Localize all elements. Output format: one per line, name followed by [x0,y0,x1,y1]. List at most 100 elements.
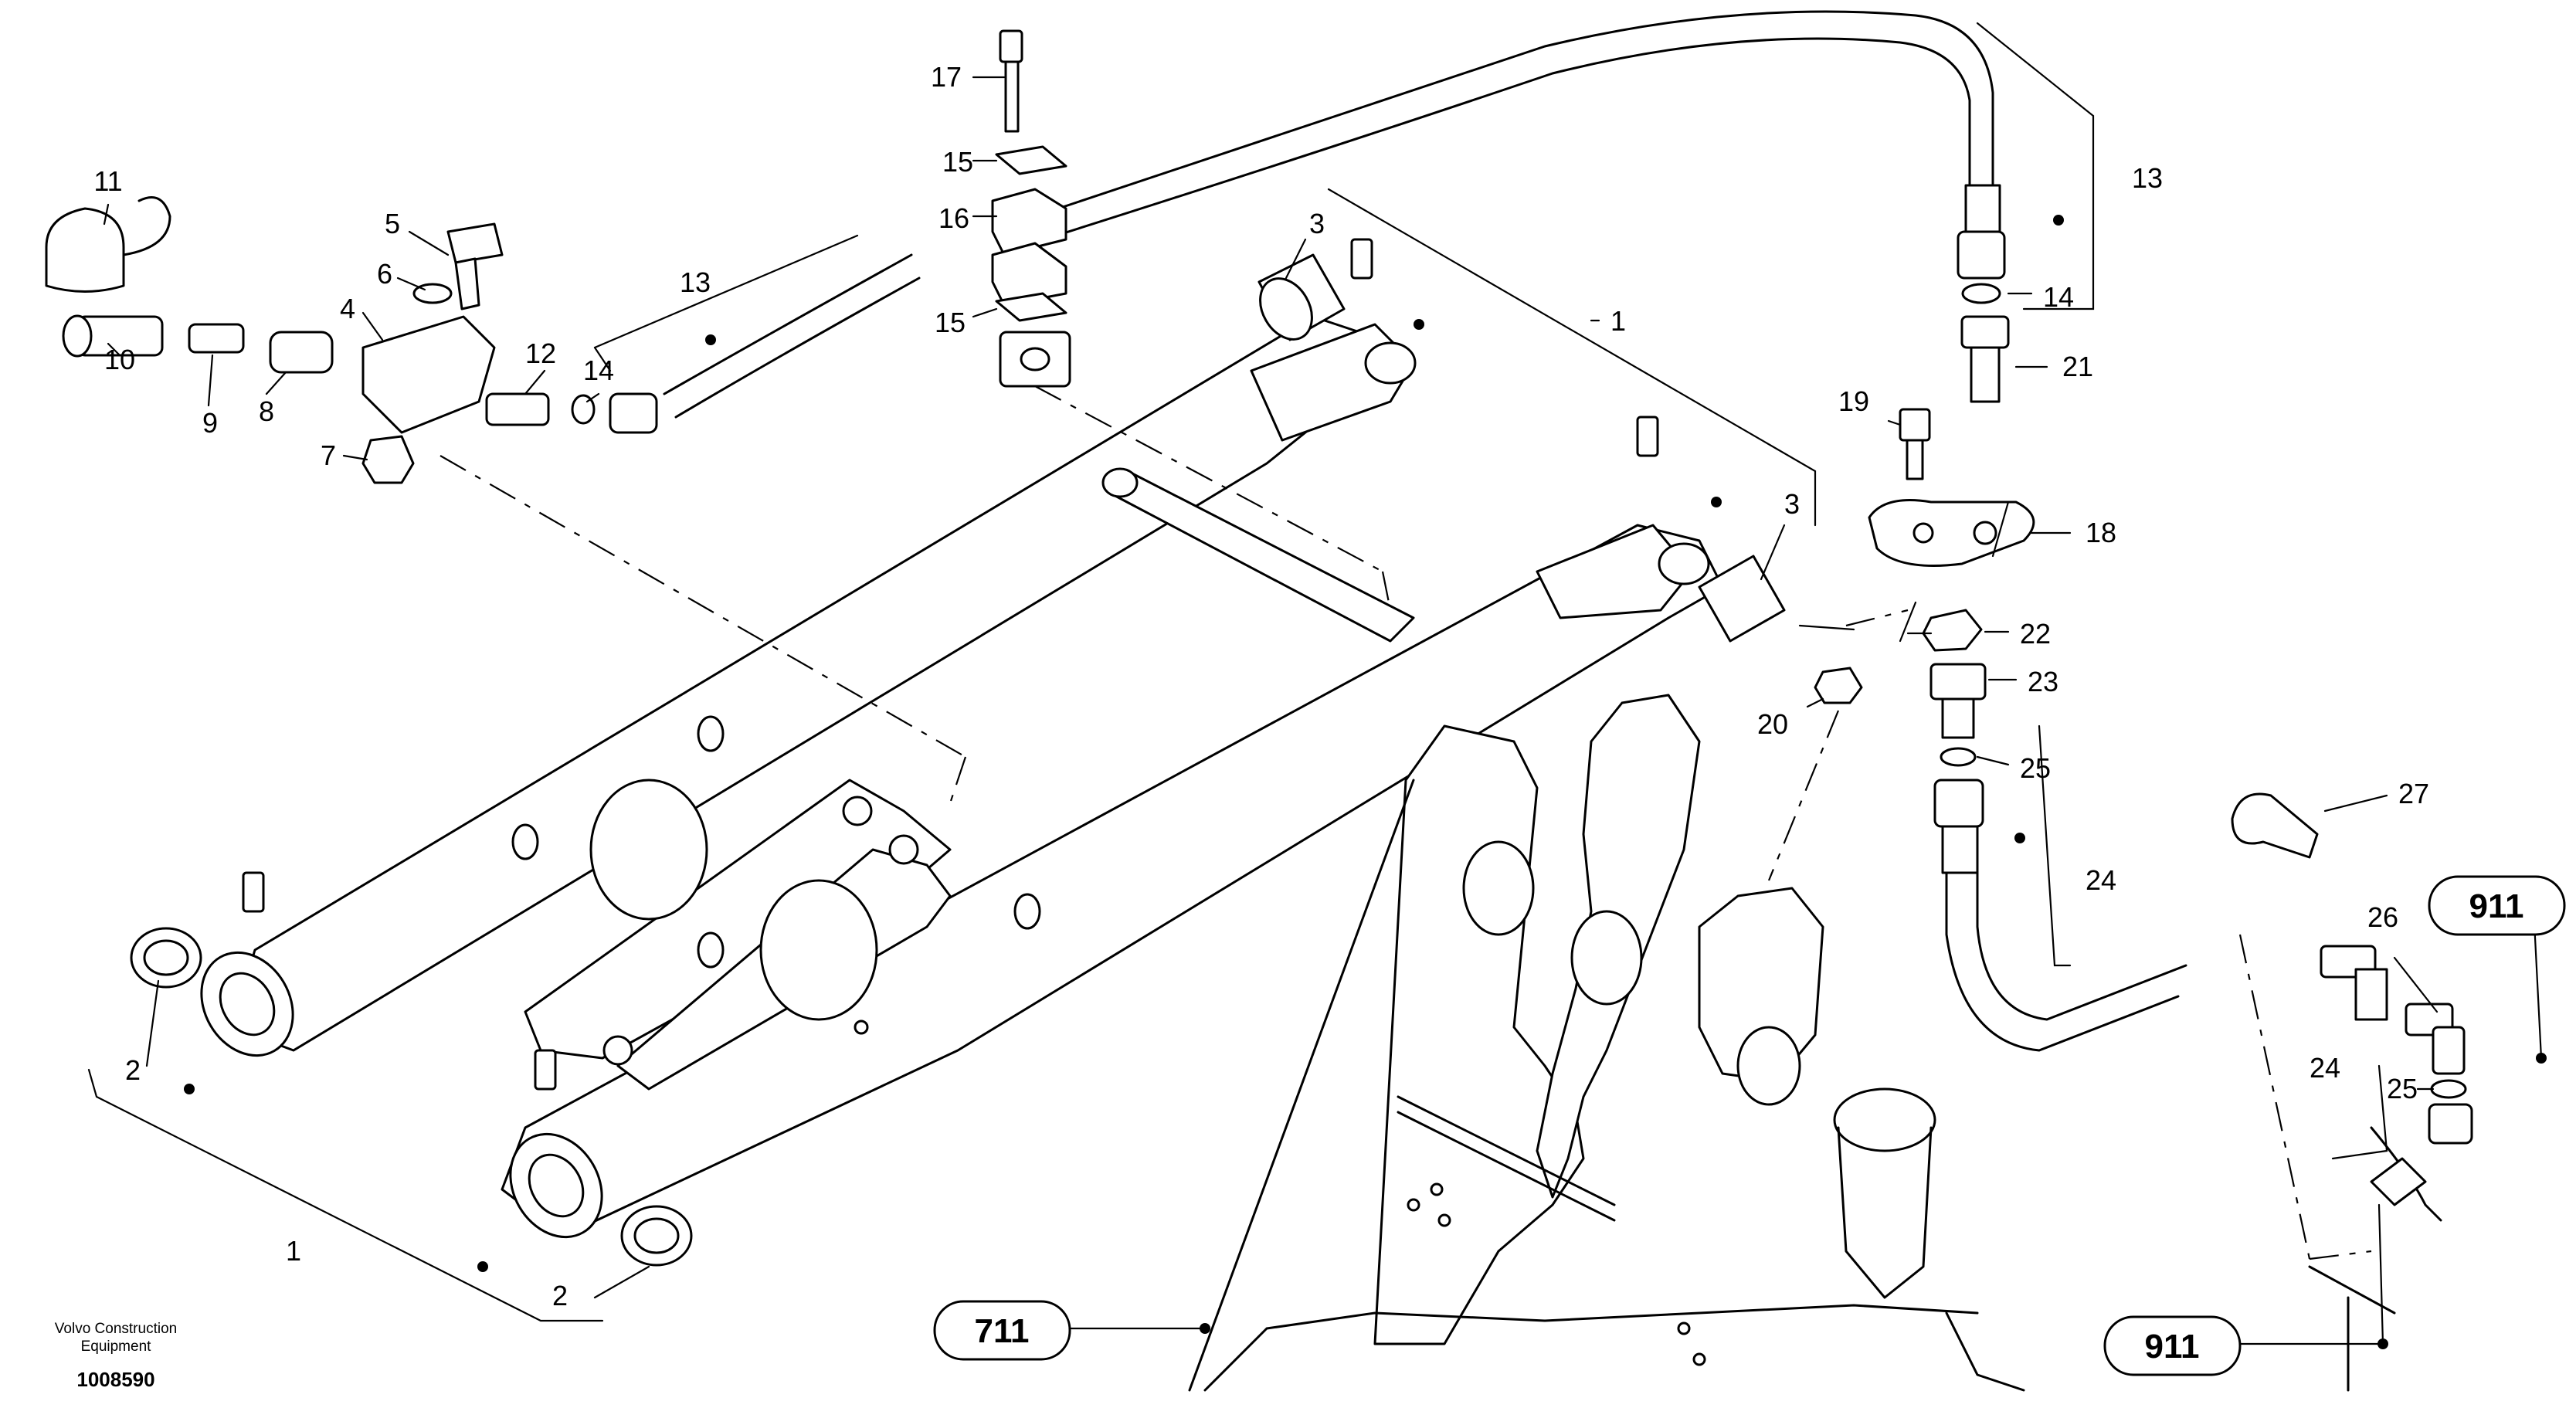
callout-3: 3 [1309,208,1325,239]
callout-15: 15 [935,307,966,338]
part-21-adapter [1960,315,2010,403]
part-15-plate-top [995,145,1067,175]
callout-6: 6 [377,258,392,290]
reference-label: 911 [2469,887,2524,925]
leader-lines [87,22,2439,1322]
center-lines [440,385,2372,1260]
callout-22: 22 [2020,618,2051,650]
part-8-union [269,331,334,374]
callout-11: 11 [93,165,122,197]
callout-1: 1 [1610,305,1626,337]
part-11-cap [45,196,171,293]
link-assembly [524,779,952,1091]
reference-label: 711 [975,1312,1030,1350]
rear-arm-top-boss [1364,341,1417,385]
callout-9: 9 [202,407,218,439]
callout-19: 19 [1838,385,1869,417]
callout-24: 24 [2086,864,2116,896]
front-arm-pivot-plate [1536,524,1693,619]
part-24-hose-end [1933,779,1984,874]
callout-10: 10 [104,344,135,375]
callout-2: 2 [125,1054,141,1086]
part-25-oring [1940,747,1977,767]
callout-2: 2 [552,1280,568,1311]
callout-15: 15 [942,146,973,178]
frame-pipe-socket [1833,1087,1936,1152]
part-4-block [361,315,496,434]
brand-line-2: Equipment [81,1338,152,1355]
callout-23: 23 [2028,666,2058,697]
part-2-bearing-rear [130,927,202,989]
callout-16: 16 [938,202,969,234]
part-25-oring-right [2430,1079,2467,1099]
callout-24: 24 [2310,1052,2340,1084]
link-cylinder [589,779,708,921]
grease-nipple [242,238,1659,1091]
arm-hole [1013,893,1041,930]
callout-14: 14 [583,355,614,386]
callout-1: 1 [286,1235,301,1267]
cross-tube [1101,467,1415,643]
callout-20: 20 [1757,708,1788,740]
marker-dots [184,215,2547,1349]
part-7-nut [361,435,415,484]
frame-bracket [1698,887,1824,1083]
arm-hole [511,823,539,860]
link-cylinder [759,879,878,1021]
part-22-nut [1922,609,1983,652]
callout-8: 8 [259,395,274,427]
callout-4: 4 [340,293,355,324]
part-13-hose-end [609,392,658,434]
hose-routing [663,10,2442,1222]
part-18-flange [1868,499,2035,567]
part-14-ring [571,394,596,425]
callout-12: 12 [525,338,556,369]
part-15-plate-bottom [995,292,1067,322]
callout-14: 14 [2043,281,2074,313]
callout-labels: 17 15 16 15 11 5 6 4 10 9 8 7 12 14 13 3… [93,61,2429,1311]
part-16-clamp [991,188,1067,307]
front-arm-top-boss [1658,542,1710,585]
part-3-bushing-rear [1257,253,1346,341]
callout-5: 5 [385,208,400,239]
part-13-hose-ferrule-right [1957,184,2006,280]
callout-21: 21 [2062,351,2093,382]
reference-911-bottom[interactable]: 911 [2103,1315,2242,1376]
callout-7: 7 [321,439,336,471]
callout-26: 26 [2367,901,2398,933]
loader-frame [1188,694,2396,1392]
callout-25: 25 [2020,752,2051,784]
part-14-oring-right [1961,283,2001,304]
part-19-bolt [1899,408,1931,480]
part-26-tee [2320,945,2466,1075]
callout-13: 13 [680,266,711,298]
part-24-hose-end-right [2370,1103,2473,1206]
arm-hole [854,1020,869,1035]
callout-27: 27 [2398,778,2429,809]
reference-911-top[interactable]: 911 [2428,875,2566,936]
clamp-block [999,331,1071,388]
part-17-bolt [999,29,1023,133]
callout-25: 25 [2387,1073,2418,1104]
reference-711[interactable]: 711 [933,1300,1071,1361]
callout-18: 18 [2086,517,2116,548]
arm-hole [697,715,725,752]
part-9-nipple [188,323,245,354]
brand-block: Volvo Construction Equipment 1008590 [55,1321,177,1391]
document-number: 1008590 [76,1368,154,1391]
part-23-fitting [1929,663,1987,739]
brand-line-1: Volvo Construction [55,1321,177,1337]
callout-3: 3 [1784,488,1800,520]
part-27-p-clip [2231,792,2319,859]
part-3-bushing-front [1698,555,1786,643]
callout-17: 17 [931,61,962,93]
part-5-bolt [446,222,504,310]
part-20-nut [1814,667,1863,704]
part-12-adapter [485,392,550,426]
lift-arm-frame [200,315,1724,1239]
part-2-bearing-front [620,1205,693,1267]
frame-bore [1462,840,1535,936]
callout-13: 13 [2132,162,2163,194]
reference-label: 911 [2145,1328,2200,1366]
